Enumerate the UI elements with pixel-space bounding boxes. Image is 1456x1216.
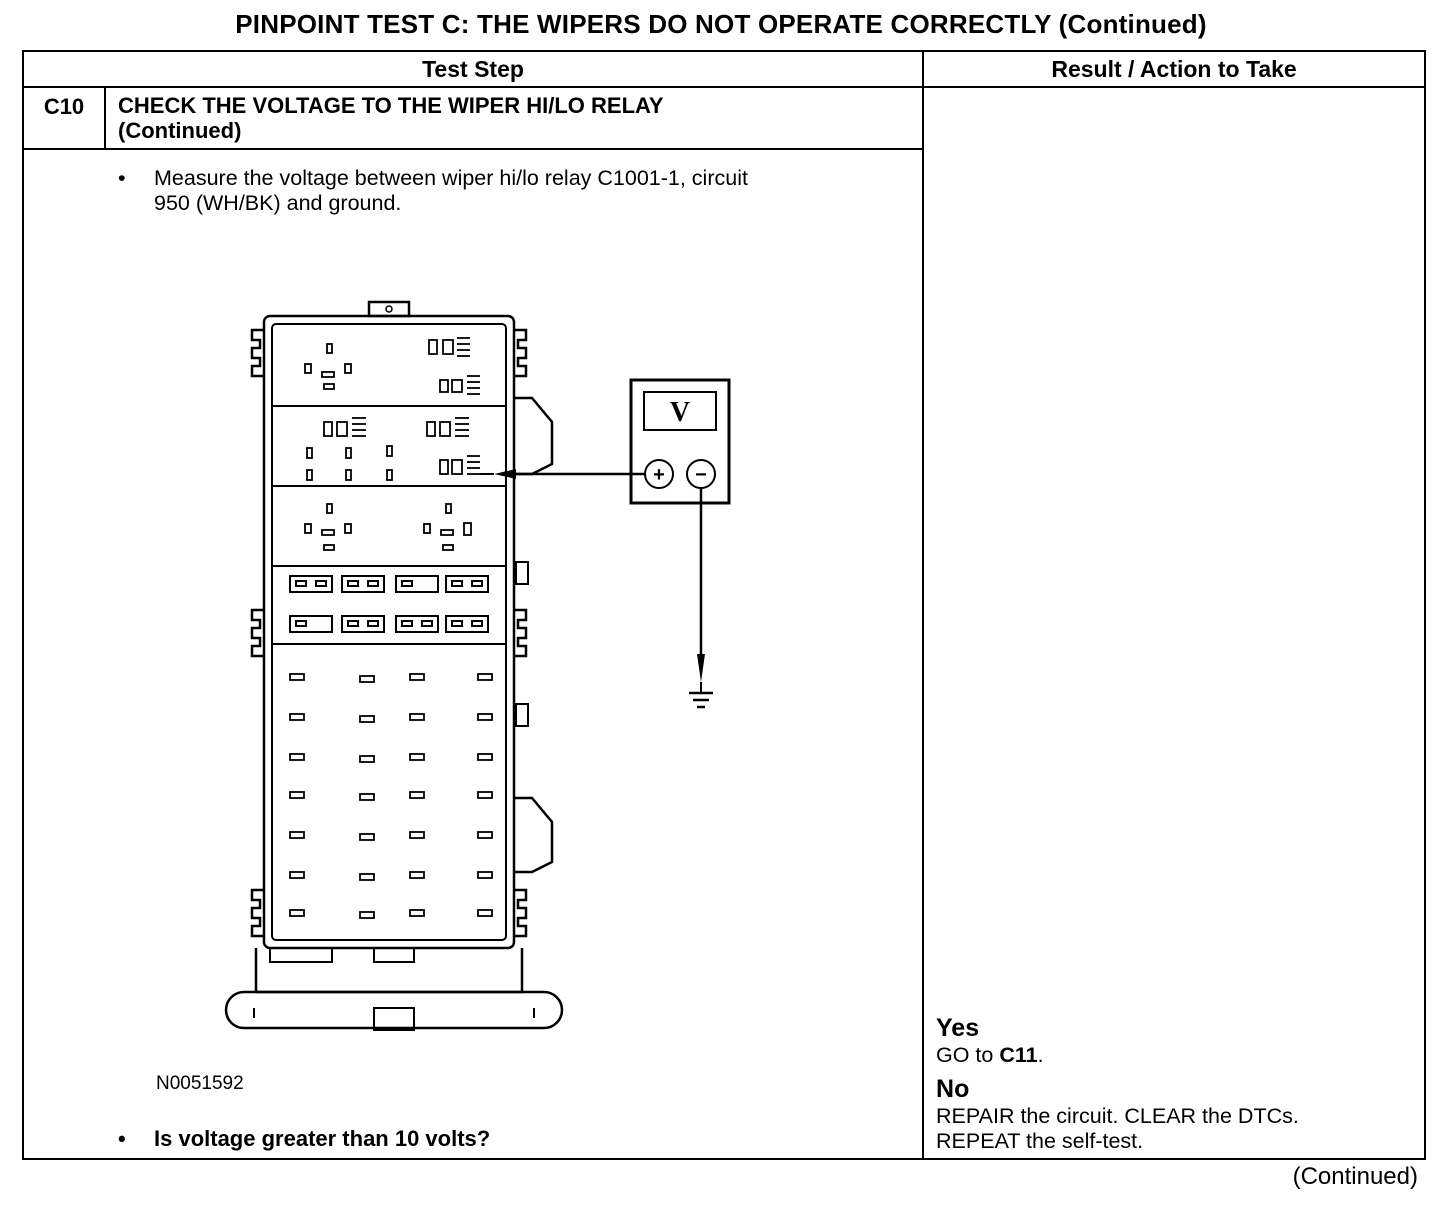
mini-fuse-grid	[289, 673, 493, 919]
continued-footer: (Continued)	[1292, 1163, 1418, 1190]
left-clip-middle	[250, 608, 264, 658]
header-test-step: Test Step	[21, 50, 925, 88]
figure-id: N0051592	[156, 1073, 244, 1094]
bullet-marker: •	[118, 1126, 126, 1151]
result-yes-action: GO to C11.	[936, 1043, 1044, 1068]
right-connector-lower	[514, 796, 554, 874]
bullet-marker: •	[118, 166, 126, 190]
voltmeter-display	[643, 391, 717, 431]
step-title-line-2: (Continued)	[118, 118, 242, 143]
right-clip-middle	[514, 608, 528, 658]
relay-pins-section-3	[304, 503, 472, 551]
result-yes-heading: Yes	[936, 1014, 980, 1042]
right-connector-upper	[514, 396, 554, 476]
voltmeter: V + −	[629, 378, 731, 505]
result-cell: Yes GO to C11. No REPAIR the circuit. CL…	[922, 86, 1427, 1160]
minus-symbol: −	[695, 464, 707, 486]
step-title-line-1: CHECK THE VOLTAGE TO THE WIPER HI/LO REL…	[118, 93, 664, 118]
relay-pins-section-2	[306, 417, 480, 481]
right-clip-bottom	[514, 888, 528, 938]
voltmeter-symbol: V	[670, 397, 690, 428]
relay-pins-section-1	[304, 337, 480, 395]
instruction-line-1: Measure the voltage between wiper hi/lo …	[154, 166, 748, 190]
question-text: Is voltage greater than 10 volts?	[154, 1126, 491, 1151]
instruction-line-2: 950 (WH/BK) and ground.	[154, 191, 402, 215]
result-no-action: REPAIR the circuit. CLEAR the DTCs. REPE…	[936, 1104, 1299, 1154]
step-body: • Measure the voltage between wiper hi/l…	[21, 148, 925, 1160]
fuse-box-voltmeter-diagram: V + −	[224, 300, 731, 1031]
base-plate	[224, 990, 564, 1030]
top-latch	[367, 300, 411, 318]
no-action-line-2: REPEAT the self-test.	[936, 1129, 1144, 1153]
pinpoint-test-table: Test Step Result / Action to Take C10 CH…	[21, 50, 1427, 1160]
yes-action-target: C11	[999, 1043, 1038, 1067]
yes-action-suffix: .	[1037, 1043, 1044, 1067]
page-title: PINPOINT TEST C: THE WIPERS DO NOT OPERA…	[235, 9, 1207, 39]
negative-probe-ground	[689, 488, 713, 709]
yes-action-prefix: GO to	[936, 1043, 1000, 1067]
positive-probe	[480, 469, 645, 479]
left-clip-top	[250, 328, 264, 378]
result-no-heading: No	[936, 1075, 970, 1103]
junction-box-inner	[271, 323, 507, 941]
plus-symbol: +	[653, 464, 665, 486]
step-id: C10	[22, 86, 106, 150]
header-result-action: Result / Action to Take	[922, 50, 1427, 88]
base-skirt	[254, 948, 524, 994]
left-clip-bottom	[250, 888, 264, 938]
latch-hole	[385, 305, 393, 313]
fuse-rows	[289, 575, 489, 633]
right-clip-top	[514, 328, 528, 378]
no-action-line-1: REPAIR the circuit. CLEAR the DTCs.	[936, 1104, 1299, 1128]
question-bullet: • Is voltage greater than 10 volts?	[118, 1126, 878, 1152]
instruction-text: Measure the voltage between wiper hi/lo …	[154, 166, 878, 216]
step-title: CHECK THE VOLTAGE TO THE WIPER HI/LO REL…	[103, 86, 925, 150]
instruction-bullet: • Measure the voltage between wiper hi/l…	[118, 166, 878, 216]
